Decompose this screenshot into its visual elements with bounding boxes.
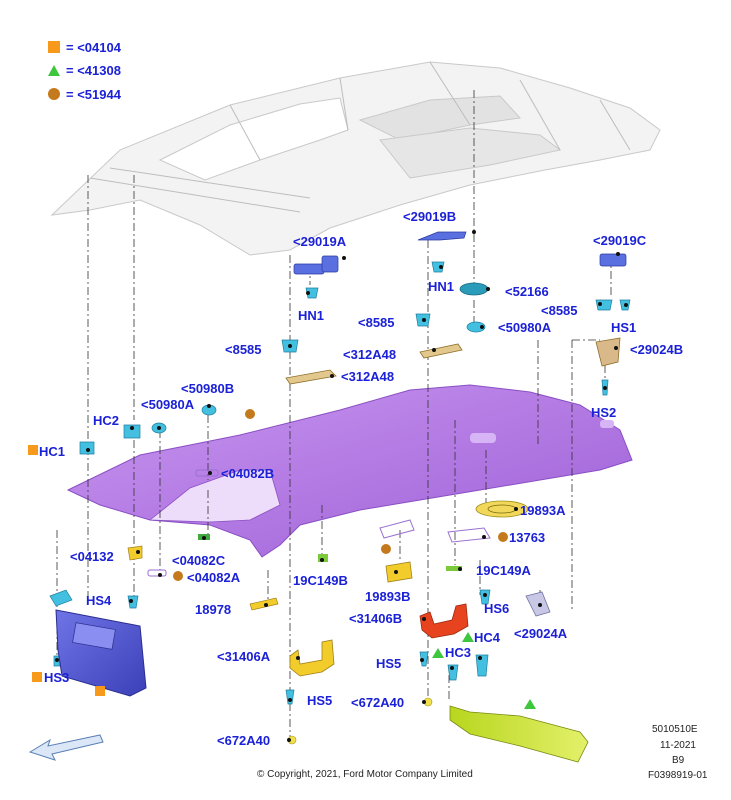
roof-bows — [89, 61, 631, 213]
callout-29024a: <29024A — [514, 626, 568, 641]
callout-50980a-right: <50980A — [498, 320, 552, 335]
drawing-date: 11-2021 — [660, 740, 696, 751]
drawing-number: F0398919-01 — [648, 770, 708, 781]
retainer-29019b — [417, 231, 467, 241]
headliner — [66, 384, 633, 558]
bracket-29024b — [595, 337, 621, 367]
cap-672a40 — [287, 697, 433, 745]
callout-hs4: HS4 — [86, 593, 112, 608]
callout-312a48-lower: <312A48 — [341, 369, 395, 384]
callout-19893a: 19893A — [520, 503, 566, 518]
roof-frame — [50, 61, 661, 256]
dome-lamp-52166 — [459, 282, 489, 296]
callout-18978: 18978 — [195, 602, 232, 617]
lamp-19893a — [475, 500, 529, 518]
callout-04082c: <04082C — [172, 553, 226, 568]
callout-31406b: <31406B — [349, 611, 403, 626]
callout-hc2: HC2 — [93, 413, 120, 428]
callout-19c149b: 19C149B — [293, 573, 348, 588]
callout-8585-right: <8585 — [541, 303, 578, 318]
drawing-revision: B9 — [672, 755, 685, 766]
clip-50980a — [466, 321, 486, 333]
drawing-code: 5010510E — [652, 724, 698, 735]
dot-marker-icon — [48, 88, 60, 100]
bracket-312a48 — [285, 343, 463, 385]
trim-panel — [449, 705, 589, 763]
callout-19c149a: 19C149A — [476, 563, 531, 578]
callout-hn1-right: HN1 — [428, 279, 455, 294]
callout-29019c: <29019C — [593, 233, 647, 248]
legend-text: = <41308 — [66, 62, 121, 78]
callout-hs1: HS1 — [611, 320, 637, 335]
dot-symbols — [173, 409, 508, 581]
callout-31406a: <31406A — [217, 649, 271, 664]
front-direction-arrow-icon — [28, 734, 104, 761]
callout-8585-left: <8585 — [225, 342, 262, 357]
clip-19c149 — [318, 554, 462, 571]
callout-04082b: <04082B — [221, 466, 275, 481]
callout-29019a: <29019A — [293, 234, 347, 249]
bracket-18978 — [249, 597, 279, 611]
callout-04082a: <04082A — [187, 570, 241, 585]
bracket-13763 — [447, 527, 491, 543]
grab-handle-31406b — [419, 603, 469, 639]
bracket-29024a — [525, 591, 551, 617]
callout-hs3: HS3 — [44, 670, 70, 685]
bracket-04132 — [127, 545, 143, 561]
legend-item-square: = <04104 — [48, 39, 121, 55]
callout-672a40-left: <672A40 — [217, 733, 271, 748]
triangle-symbols — [432, 632, 536, 709]
sun-visor — [49, 589, 147, 697]
pointer-dots — [55, 230, 628, 742]
callout-hn1-left: HN1 — [298, 308, 325, 323]
callout-50980a-left: <50980A — [141, 397, 195, 412]
legend-text: = <04104 — [66, 39, 121, 55]
callout-312a48-upper: <312A48 — [343, 347, 397, 362]
callout-13763: 13763 — [509, 530, 546, 545]
callout-hc1: HC1 — [39, 444, 66, 459]
callout-52166: <52166 — [505, 284, 549, 299]
legend-item-dot: = <51944 — [48, 86, 121, 102]
bracket-04082 — [147, 469, 219, 577]
callout-hc3: HC3 — [445, 645, 472, 660]
legend-text: = <51944 — [66, 86, 121, 102]
callout-29019b: <29019B — [403, 209, 457, 224]
square-symbols — [28, 445, 105, 696]
callout-hs6: HS6 — [484, 601, 510, 616]
callout-8585-center: <8585 — [358, 315, 395, 330]
callout-29024b: <29024B — [630, 342, 684, 357]
callout-hs2: HS2 — [591, 405, 617, 420]
retainer-29019a — [293, 255, 339, 275]
callout-hc4: HC4 — [474, 630, 501, 645]
lamp-19893b — [385, 561, 413, 583]
legend-item-triangle: = <41308 — [48, 62, 121, 78]
callout-672a40-right: <672A40 — [351, 695, 405, 710]
callout-hs5-left: HS5 — [307, 693, 333, 708]
bracket-19c149b — [379, 519, 415, 539]
callout-hs5-right: HS5 — [376, 656, 402, 671]
retainer-29019c — [599, 253, 627, 267]
callout-19893b: 19893B — [365, 589, 411, 604]
copyright-text: © Copyright, 2021, Ford Motor Company Li… — [257, 769, 473, 780]
square-marker-icon — [48, 41, 60, 53]
callout-04132: <04132 — [70, 549, 114, 564]
callout-50980b: <50980B — [181, 381, 235, 396]
triangle-marker-icon — [48, 64, 60, 76]
